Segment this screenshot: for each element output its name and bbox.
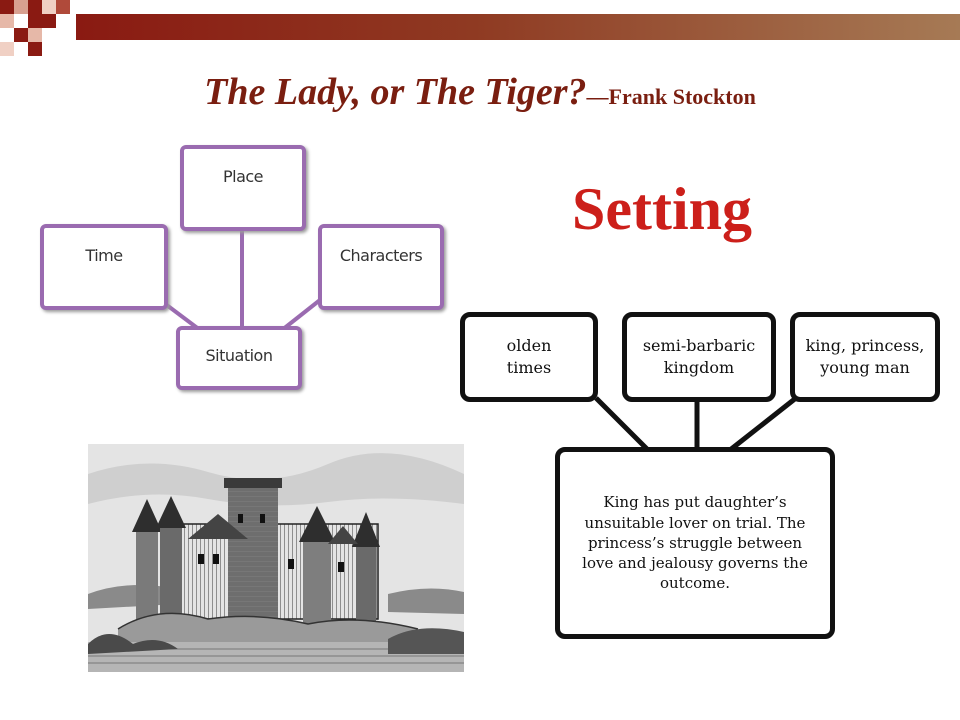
decor-square (28, 0, 42, 14)
top-decorative-bar (0, 0, 960, 60)
decor-square (28, 28, 42, 42)
diagram-box-situation: Situation (176, 326, 302, 390)
decor-square (56, 0, 70, 14)
story-title: The Lady, or The Tiger? (204, 71, 587, 113)
diagram-label-situation: Situation (205, 346, 273, 365)
connector-characters-situation (280, 298, 322, 332)
diagram-label-place: Place (222, 167, 264, 186)
diagram-label-characters: Characters (339, 246, 423, 265)
decor-square (28, 14, 42, 28)
setting-box-characters: king, princess, young man (790, 312, 940, 402)
setting-box-place: semi-barbaric kingdom (622, 312, 776, 402)
setting-text-place: semi-barbaric kingdom (642, 336, 756, 377)
setting-text-characters: king, princess, young man (805, 336, 925, 377)
diagram-box-characters: Characters (318, 224, 444, 310)
diagram-label-time: Time (85, 246, 123, 265)
setting-text-time: olden times (506, 336, 552, 377)
story-author: —Frank Stockton (586, 84, 756, 109)
setting-box-time: olden times (460, 312, 598, 402)
slide-title: The Lady, or The Tiger?—Frank Stockton (0, 70, 960, 114)
decor-square (28, 42, 42, 56)
decor-square (0, 14, 14, 28)
castle-engraving-icon (88, 444, 464, 672)
connector-characters-situation (728, 396, 798, 452)
decor-square (42, 14, 56, 28)
setting-text-situation: King has put daughter’s unsuitable lover… (582, 493, 808, 593)
connector-time-situation (594, 396, 650, 452)
castle-image (88, 444, 464, 672)
setting-box-situation: King has put daughter’s unsuitable lover… (555, 447, 835, 639)
decor-square (14, 0, 28, 14)
decor-square (42, 0, 56, 14)
diagram-box-place: Place (180, 145, 306, 231)
decor-square (0, 42, 14, 56)
decor-square (0, 0, 14, 14)
setting-heading: Setting (572, 176, 752, 242)
title-gradient-bar (76, 14, 960, 40)
diagram-box-time: Time (40, 224, 168, 310)
decor-square (14, 28, 28, 42)
